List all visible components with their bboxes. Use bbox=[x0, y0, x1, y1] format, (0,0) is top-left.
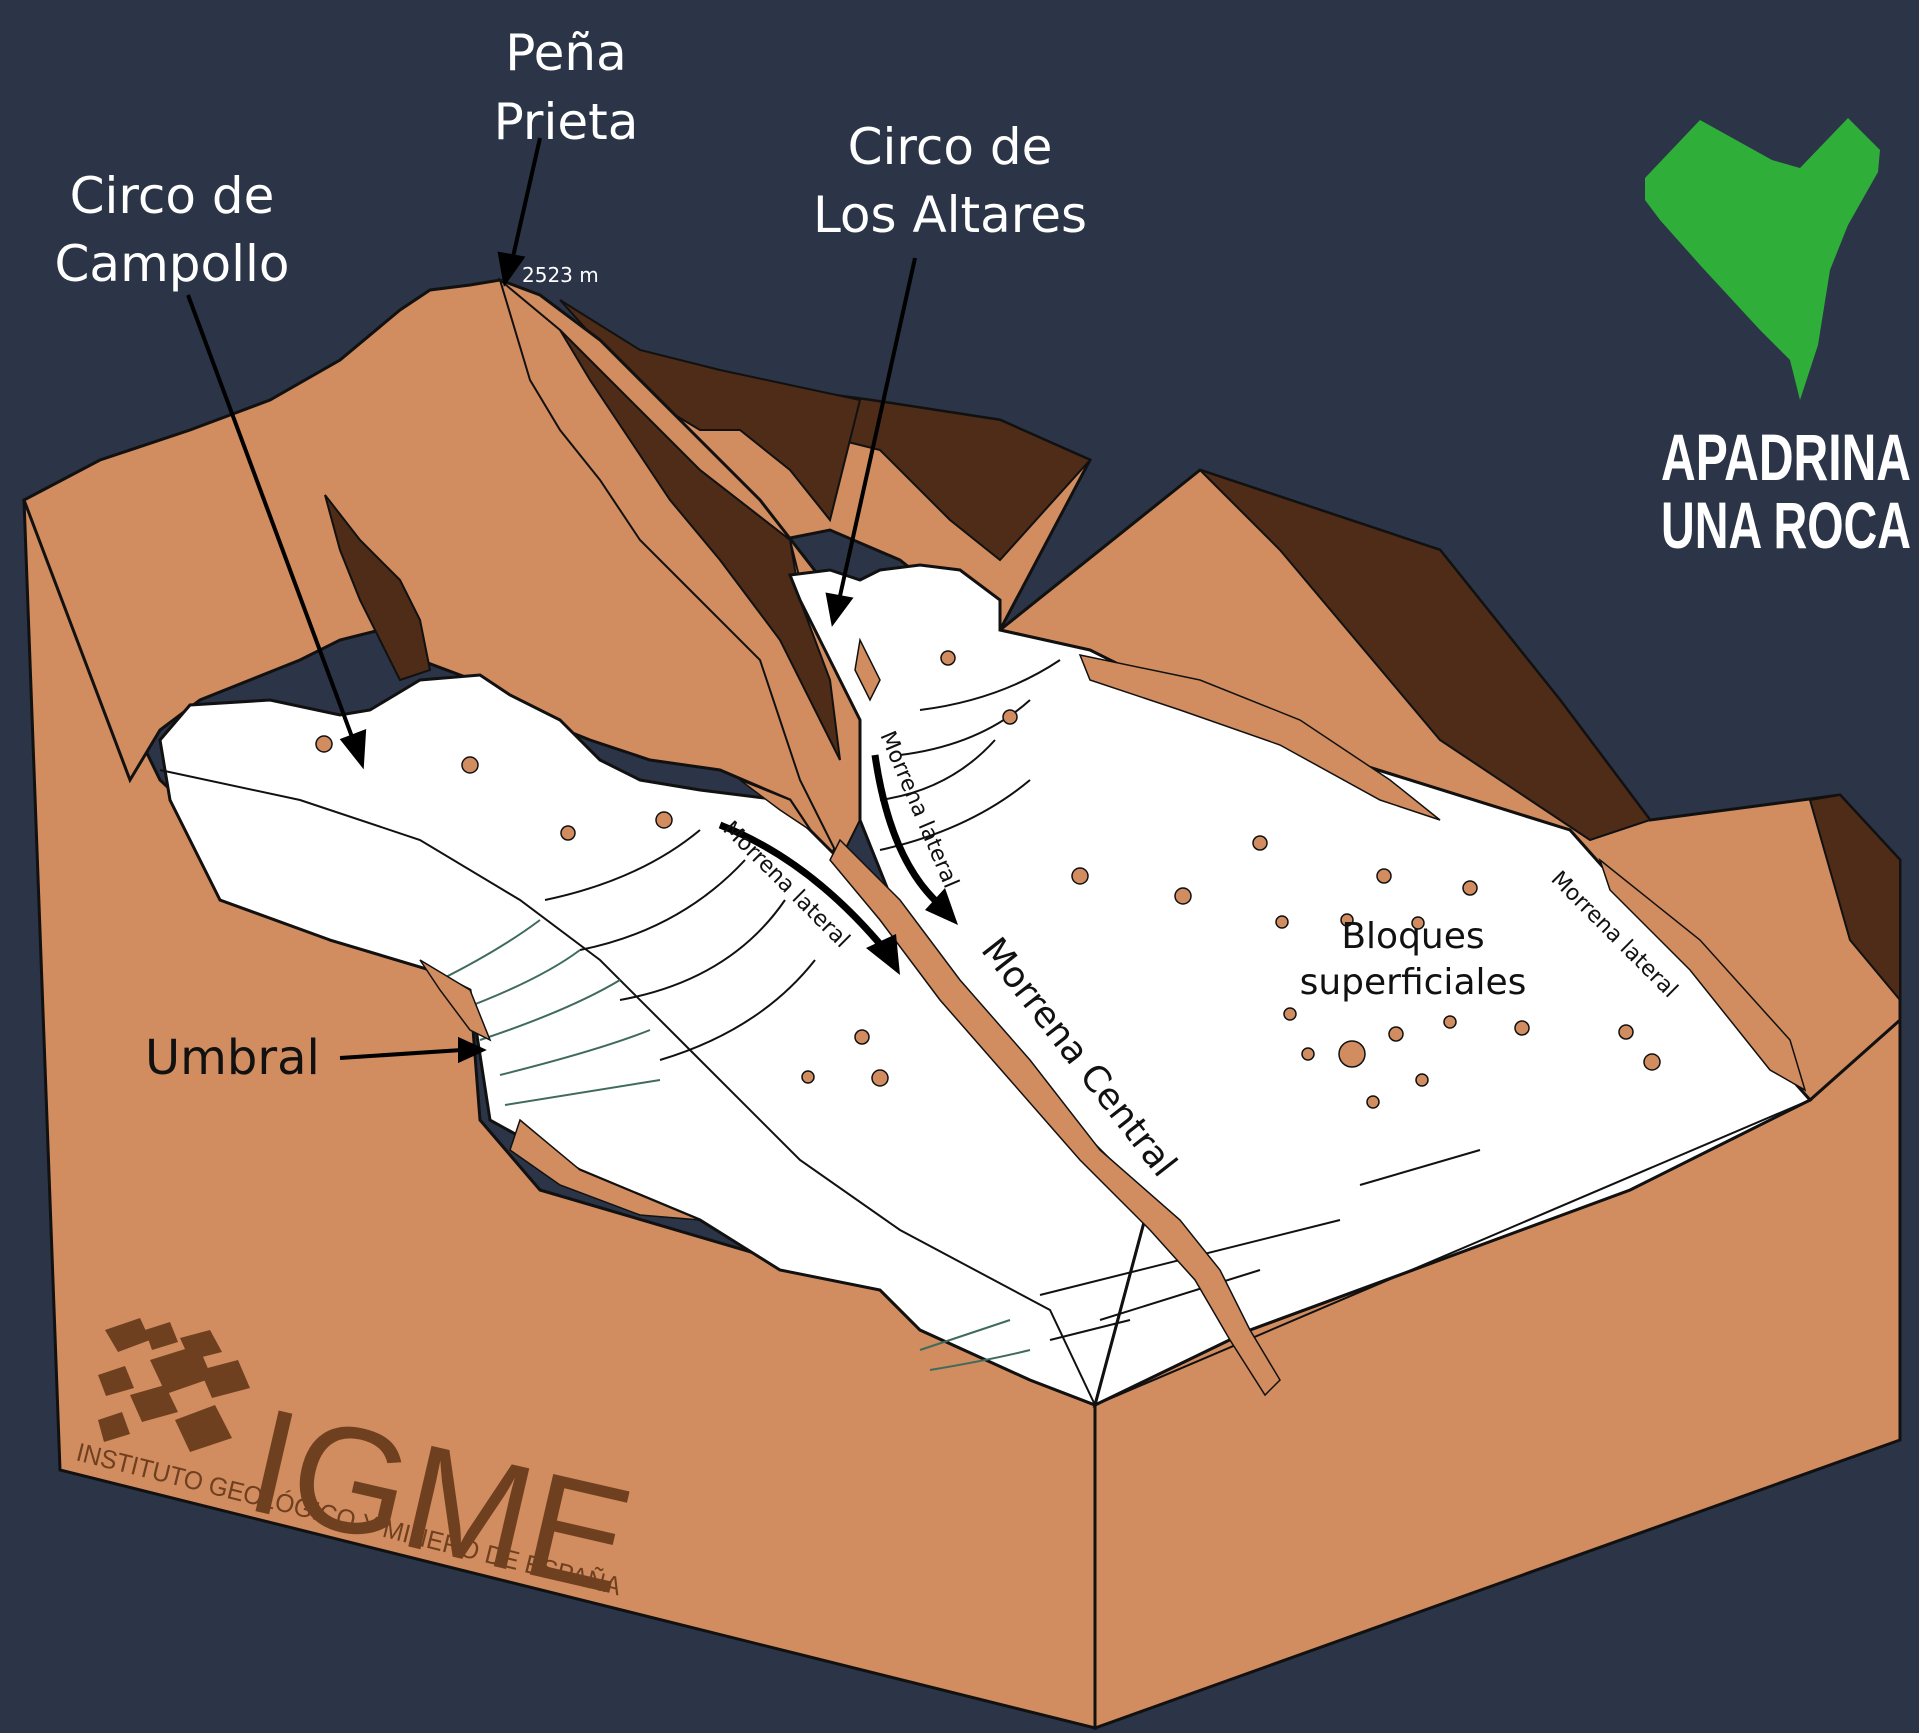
flow-arrows bbox=[718, 754, 958, 975]
apadrina-line1: APADRINA bbox=[1661, 420, 1911, 494]
altares-flow-arrowhead bbox=[925, 888, 958, 925]
label-circo-altares-2: Los Altares bbox=[813, 186, 1087, 244]
label-bloques-1: Bloques bbox=[1341, 916, 1484, 957]
ice-front-edge-left bbox=[159, 769, 1096, 1406]
surface-boulders bbox=[315, 650, 1661, 1109]
lateral-moraine-debris bbox=[419, 637, 1807, 1221]
altares-pointer bbox=[836, 257, 917, 606]
heart-icon bbox=[1645, 118, 1880, 400]
label-pena-prieta-1: Peña bbox=[505, 24, 626, 82]
altares-flow-arrow bbox=[871, 754, 943, 908]
campollo-pointer-head bbox=[339, 729, 367, 770]
basal-lines bbox=[439, 919, 1031, 1371]
label-circo-altares-1: Circo de bbox=[848, 118, 1053, 176]
apadrina-line2: UNA ROCA bbox=[1661, 488, 1911, 562]
campollo-pointer bbox=[186, 294, 357, 746]
right-wall-shadow bbox=[1199, 469, 1652, 842]
label-pena-prieta-2: Prieta bbox=[494, 93, 639, 151]
igme-emblem-icon bbox=[98, 1318, 250, 1452]
campollo-flow-arrowhead bbox=[866, 934, 900, 975]
altares-ice bbox=[787, 563, 1813, 1408]
campollo-gully-shadow bbox=[324, 494, 432, 682]
label-bloques-2: superficiales bbox=[1300, 962, 1527, 1003]
label-elevation: 2523 m bbox=[522, 263, 599, 287]
label-circo-campollo-1: Circo de bbox=[70, 167, 275, 225]
spur-shadow bbox=[559, 329, 841, 761]
pointer-lines bbox=[186, 137, 917, 1064]
pena-prieta-pointer-head bbox=[497, 251, 526, 288]
umbral-pointer-head bbox=[458, 1036, 487, 1064]
right-edge-shadow bbox=[1808, 793, 1901, 1003]
umbral-pointer bbox=[339, 1048, 463, 1060]
central-moraine-debris bbox=[829, 838, 1281, 1397]
label-umbral: Umbral bbox=[145, 1030, 320, 1086]
label-circo-campollo-2: Campollo bbox=[55, 235, 290, 293]
pena-prieta-pointer bbox=[508, 137, 542, 271]
campollo-flow-arrow bbox=[718, 821, 888, 953]
apadrina-logo: APADRINA UNA ROCA bbox=[1645, 118, 1911, 562]
ice-front-edge-right bbox=[1094, 1099, 1811, 1406]
altares-pointer-head bbox=[825, 592, 854, 627]
